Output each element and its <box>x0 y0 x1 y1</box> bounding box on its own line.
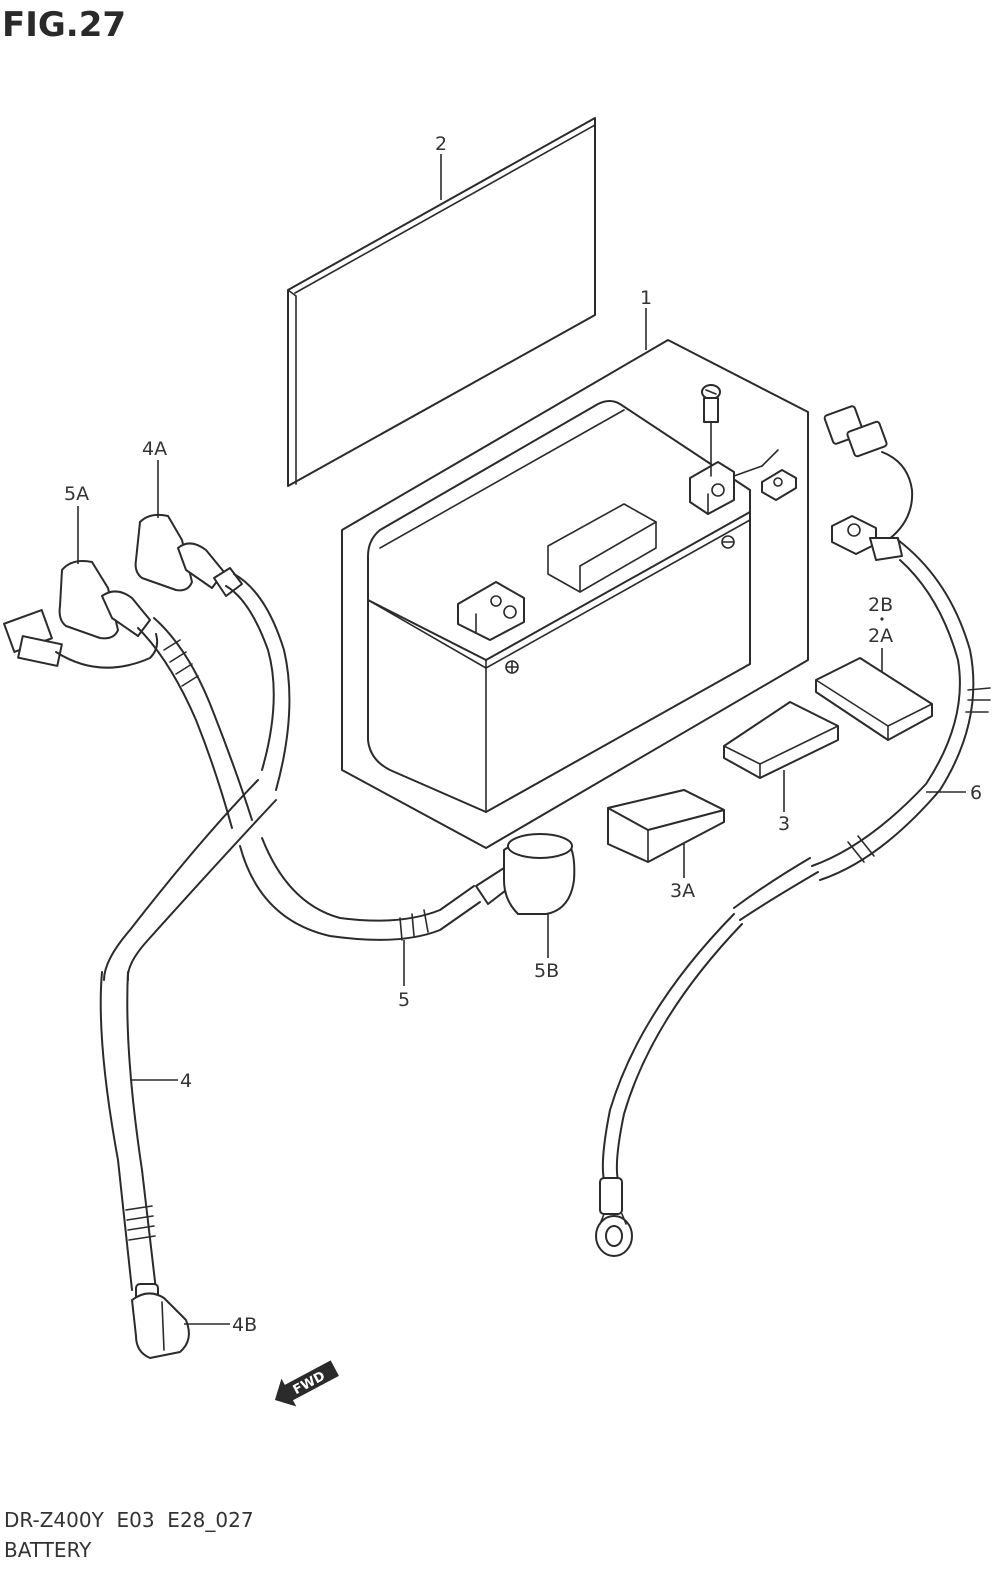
part-5a-boot <box>3 560 159 669</box>
part-4a-boot <box>134 513 243 597</box>
callout-4a: 4A <box>142 438 167 460</box>
model-code: DR-Z400Y E03 E28_027 <box>4 1508 254 1532</box>
part-6-cable <box>595 405 991 1257</box>
callout-2a: 2A <box>868 625 893 647</box>
fwd-arrow-icon: FWD <box>274 1360 339 1407</box>
callout-3: 3 <box>778 813 790 835</box>
section-title: BATTERY <box>4 1538 92 1562</box>
callout-4: 4 <box>180 1070 192 1092</box>
callout-6: 6 <box>970 782 982 804</box>
callout-5: 5 <box>398 989 410 1011</box>
part-4-cable <box>99 513 291 1359</box>
part-3a-block <box>607 789 725 863</box>
part-1-battery <box>341 339 809 849</box>
callout-dot <box>880 617 884 621</box>
part-5-cable <box>3 560 576 941</box>
callout-5b: 5B <box>534 960 559 982</box>
callout-2: 2 <box>435 133 447 155</box>
terminal-bolt <box>701 384 721 477</box>
callout-4b: 4B <box>232 1314 257 1336</box>
figure-title: FIG.27 <box>2 5 126 45</box>
callout-2b: 2B <box>868 594 893 616</box>
part-5b-cap <box>475 833 576 915</box>
callout-3a: 3A <box>670 880 695 902</box>
part-3-pad <box>723 701 839 779</box>
callout-1: 1 <box>640 287 652 309</box>
callout-5a: 5A <box>64 483 89 505</box>
callout-labels: 2 1 4A 5A 2B 2A 3 3A 5B 5 4 4B 6 <box>64 133 982 1336</box>
leader-lines <box>77 154 966 1325</box>
part-4b-boot <box>131 1283 190 1359</box>
part-2a-2b-pad <box>815 657 933 741</box>
part-2-battery-sheet <box>287 117 596 487</box>
